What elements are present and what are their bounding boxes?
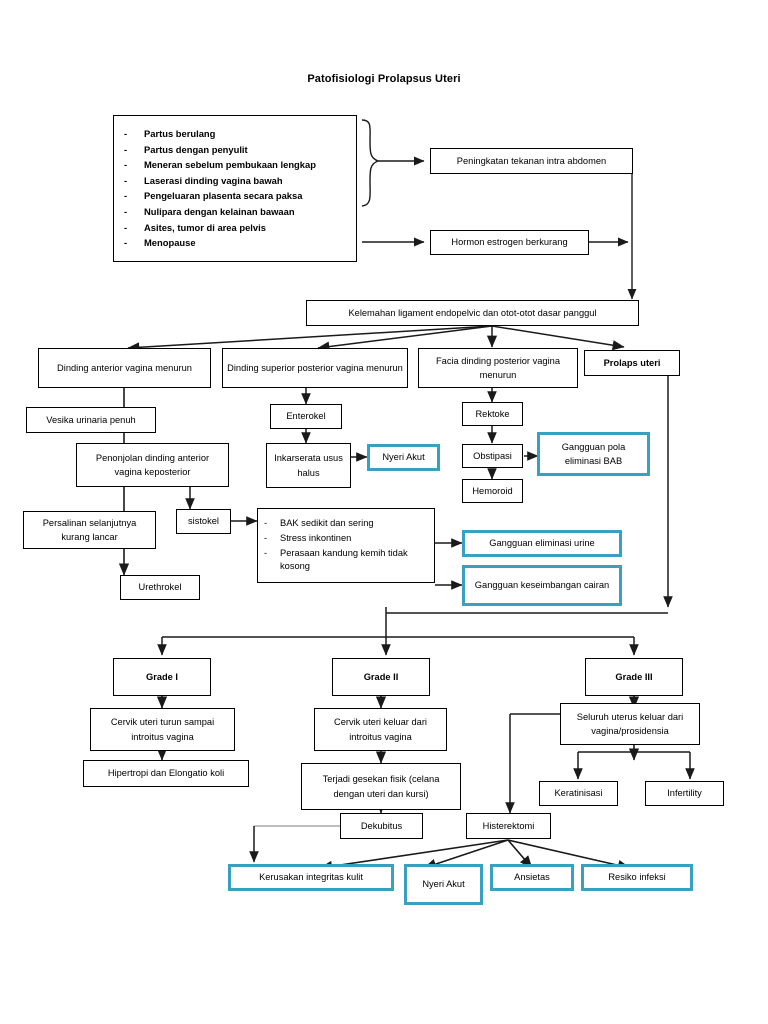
- list-dash: -: [264, 533, 268, 544]
- list-item: - Stress inkontinen: [258, 531, 434, 546]
- node-dinding-superior: Dinding superior posterior vagina menuru…: [222, 348, 408, 388]
- bladder-symptoms-box: - BAK sedikit dan sering - Stress inkont…: [257, 508, 435, 583]
- list-item: - Perasaan kandung kemih tidak kosong: [258, 546, 434, 573]
- list-label: BAK sedikit dan sering: [280, 518, 374, 529]
- node-cervik-turun: Cervik uteri turun sampai introitus vagi…: [90, 708, 235, 751]
- node-gangguan-eliminasi-urine: Gangguan eliminasi urine: [462, 530, 622, 557]
- node-persalinan-selanjutnya: Persalinan selanjutnya kurang lancar: [23, 511, 156, 549]
- list-dash: -: [124, 143, 128, 155]
- node-cervik-keluar: Cervik uteri keluar dari introitus vagin…: [314, 708, 447, 751]
- node-enterokel: Enterokel: [270, 404, 342, 429]
- list-label: Stress inkontinen: [280, 533, 352, 544]
- list-item: - Meneran sebelum pembukaan lengkap: [114, 157, 356, 173]
- node-penonjolan-dinding: Penonjolan dinding anterior vagina kepos…: [76, 443, 229, 487]
- list-dash: -: [124, 237, 128, 249]
- node-hemoroid: Hemoroid: [462, 479, 523, 503]
- list-label: Laserasi dinding vagina bawah: [144, 174, 283, 186]
- list-dash: -: [124, 159, 128, 171]
- list-item: - Nulipara dengan kelainan bawaan: [114, 204, 356, 220]
- node-histerektomi: Histerektomi: [466, 813, 551, 839]
- node-inkarserata: Inkarserata usus halus: [266, 443, 351, 488]
- list-item: - Laserasi dinding vagina bawah: [114, 173, 356, 189]
- list-item: - Asites, tumor di area pelvis: [114, 220, 356, 236]
- node-nyeri-akut-2: Nyeri Akut: [404, 864, 483, 905]
- node-resiko-infeksi: Resiko infeksi: [581, 864, 693, 891]
- list-dash: -: [264, 548, 268, 559]
- list-label: Meneran sebelum pembukaan lengkap: [144, 159, 316, 171]
- list-label: Partus berulang: [144, 128, 216, 140]
- node-urethrokel: Urethrokel: [120, 575, 200, 600]
- node-peningkatan-tekanan: Peningkatan tekanan intra abdomen: [430, 148, 633, 174]
- node-seluruh-uterus: Seluruh uterus keluar dari vagina/prosid…: [560, 703, 700, 745]
- node-dinding-anterior: Dinding anterior vagina menurun: [38, 348, 211, 388]
- node-keratinisasi: Keratinisasi: [539, 781, 618, 806]
- node-dekubitus: Dekubitus: [340, 813, 423, 839]
- list-label: Partus dengan penyulit: [144, 143, 248, 155]
- page-title: Patofisiologi Prolapsus Uteri: [307, 73, 461, 85]
- node-infertility: Infertility: [645, 781, 724, 806]
- list-item: - Partus berulang: [114, 126, 356, 142]
- list-item: - BAK sedikit dan sering: [258, 516, 434, 531]
- list-item: - Menopause: [114, 235, 356, 251]
- list-label: Asites, tumor di area pelvis: [144, 221, 266, 233]
- node-kelemahan-ligament: Kelemahan ligament endopelvic dan otot-o…: [306, 300, 639, 326]
- node-vesika-urinaria: Vesika urinaria penuh: [26, 407, 156, 433]
- list-item: - Pengeluaran plasenta secara paksa: [114, 188, 356, 204]
- list-dash: -: [124, 128, 128, 140]
- list-label: Menopause: [144, 237, 196, 249]
- list-dash: -: [124, 221, 128, 233]
- node-hipertropi: Hipertropi dan Elongatio koli: [83, 760, 249, 787]
- list-dash: -: [124, 174, 128, 186]
- list-dash: -: [124, 206, 128, 218]
- list-item: - Partus dengan penyulit: [114, 142, 356, 158]
- node-grade-3: Grade III: [585, 658, 683, 696]
- list-dash: -: [124, 190, 128, 202]
- list-label: Pengeluaran plasenta secara paksa: [144, 190, 303, 202]
- node-ansietas: Ansietas: [490, 864, 574, 891]
- node-nyeri-akut-1: Nyeri Akut: [367, 444, 440, 471]
- node-hormon-estrogen: Hormon estrogen berkurang: [430, 230, 589, 255]
- list-label: Nulipara dengan kelainan bawaan: [144, 206, 295, 218]
- node-rektoke: Rektoke: [462, 402, 523, 426]
- node-gesekan-fisik: Terjadi gesekan fisik (celana dengan ute…: [301, 763, 461, 810]
- node-gangguan-keseimbangan: Gangguan keseimbangan cairan: [462, 565, 622, 606]
- list-dash: -: [264, 518, 268, 529]
- node-obstipasi: Obstipasi: [462, 444, 523, 468]
- node-prolaps-uteri: Prolaps uteri: [584, 350, 680, 376]
- risk-factors-box: - Partus berulang - Partus dengan penyul…: [113, 115, 357, 262]
- node-grade-2: Grade II: [332, 658, 430, 696]
- list-label: Perasaan kandung kemih tidak kosong: [280, 548, 408, 571]
- node-kerusakan-integritas: Kerusakan integritas kulit: [228, 864, 394, 891]
- node-facia-dinding: Facia dinding posterior vagina menurun: [418, 348, 578, 388]
- node-sistokel: sistokel: [176, 509, 231, 534]
- node-gangguan-pola-bab: Gangguan pola eliminasi BAB: [537, 432, 650, 476]
- node-grade-1: Grade I: [113, 658, 211, 696]
